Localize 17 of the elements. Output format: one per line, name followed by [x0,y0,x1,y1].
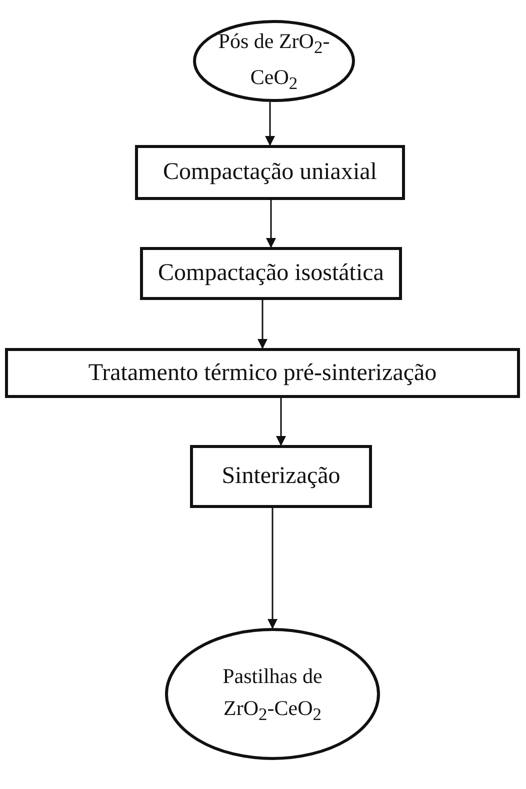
arrow [276,398,286,446]
arrow [266,200,276,248]
node-text: Tratamento térmico pré-sinterização [88,360,437,386]
node-text: Compactação isostática [158,260,384,287]
node-text: Compactação uniaxial [163,159,377,186]
process-box [135,145,405,200]
node-text: Pós de ZrO$_{2}$-CeO$_{2}$ [217,28,331,96]
arrow [265,102,275,146]
arrow [268,508,278,629]
node-text: Pastilhas de ZrO$_{2}$-CeO$_{2}$ [222,662,324,726]
process-box [5,348,520,398]
terminal-ellipse [165,628,380,760]
process-box [140,247,402,300]
terminal-ellipse [193,20,355,102]
node-text: Sinterização [222,463,340,490]
process-box [190,445,372,508]
arrow [258,300,268,349]
